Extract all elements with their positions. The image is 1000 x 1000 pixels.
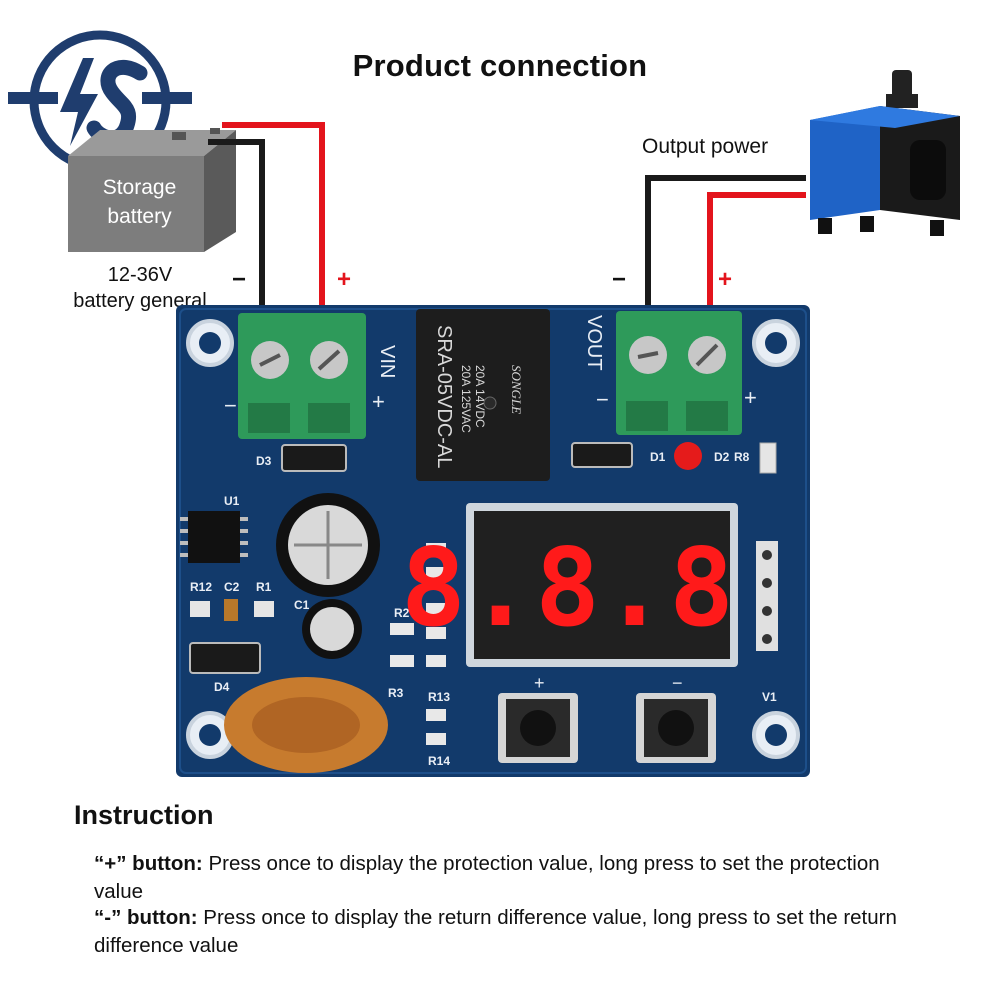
pcb-board: VIN − + SRA-05VDC-AL 20A 14VDC 20A 125VA… — [176, 305, 810, 777]
svg-text:−: − — [596, 387, 609, 412]
display-digits: 8.8.8. — [401, 526, 803, 651]
battery-label: Storage battery — [82, 173, 197, 231]
label-r12: R12 — [190, 580, 212, 594]
output-minus-mark: − — [612, 266, 627, 293]
battery-positive-wire — [222, 122, 325, 330]
battery-label-line1: Storage — [102, 176, 177, 199]
svg-text:+: + — [534, 673, 545, 693]
battery-label-line2: battery — [107, 205, 172, 228]
instruction-heading: Instruction — [74, 800, 214, 830]
label-r14: R14 — [428, 754, 450, 768]
relay-brand-text: SONGLE — [509, 365, 524, 414]
battery-voltage-line2: battery general — [73, 290, 207, 312]
label-u1: U1 — [224, 494, 240, 508]
label-d3: D3 — [256, 454, 272, 468]
storage-battery-icon — [68, 128, 236, 252]
vin-label: VIN — [376, 345, 398, 378]
label-v1: V1 — [762, 690, 777, 704]
vout-label: VOUT — [583, 315, 605, 371]
label-r1: R1 — [256, 580, 272, 594]
label-r3: R3 — [388, 686, 404, 700]
input-plus-mark: + — [337, 266, 352, 293]
svg-text:−: − — [672, 673, 683, 693]
page-title: Product connection — [352, 48, 648, 83]
water-pump-icon — [810, 70, 960, 236]
battery-voltage-label: 12-36V battery general — [30, 262, 250, 314]
relay-rating-2: 20A 125VAC — [459, 365, 473, 433]
label-d2: D2 — [714, 450, 730, 464]
instruction-plus: “+” button: Press once to display the pr… — [94, 850, 934, 906]
label-r2: R2 — [394, 606, 410, 620]
input-minus-mark: − — [232, 266, 247, 293]
svg-text:+: + — [744, 385, 757, 410]
output-negative-wire — [645, 175, 806, 330]
label-r13: R13 — [428, 690, 450, 704]
input-terminal-block — [238, 313, 366, 439]
relay-model-text: SRA-05VDC-AL — [433, 325, 455, 468]
inductor-coil — [224, 677, 388, 773]
battery-negative-wire — [208, 139, 265, 330]
led-display: 8.8.8. — [401, 503, 803, 667]
output-plus-mark: + — [718, 266, 733, 293]
relay-rating-1: 20A 14VDC — [473, 365, 487, 428]
relay: SRA-05VDC-AL 20A 14VDC 20A 125VAC SONGLE — [416, 309, 550, 481]
minus-key-label: “-” button: — [94, 906, 198, 929]
plus-button[interactable] — [498, 693, 578, 763]
output-power-label: Output power — [642, 135, 769, 158]
label-c2: C2 — [224, 580, 240, 594]
output-positive-wire — [707, 192, 806, 330]
plus-description: Press once to display the protection val… — [94, 852, 880, 903]
output-terminal-block — [616, 311, 742, 435]
minus-description: Press once to display the return differe… — [94, 906, 897, 957]
battery-voltage-line1: 12-36V — [107, 264, 173, 286]
minus-button[interactable] — [636, 693, 716, 763]
plus-key-label: “+” button: — [94, 852, 203, 875]
svg-text:−: − — [224, 393, 237, 418]
label-c1: C1 — [294, 598, 310, 612]
label-d1: D1 — [650, 450, 666, 464]
label-d4: D4 — [214, 680, 230, 694]
label-r8: R8 — [734, 450, 750, 464]
svg-text:+: + — [372, 389, 385, 414]
instruction-minus: “-” button: Press once to display the re… — [94, 904, 934, 960]
header-pins — [756, 541, 778, 651]
